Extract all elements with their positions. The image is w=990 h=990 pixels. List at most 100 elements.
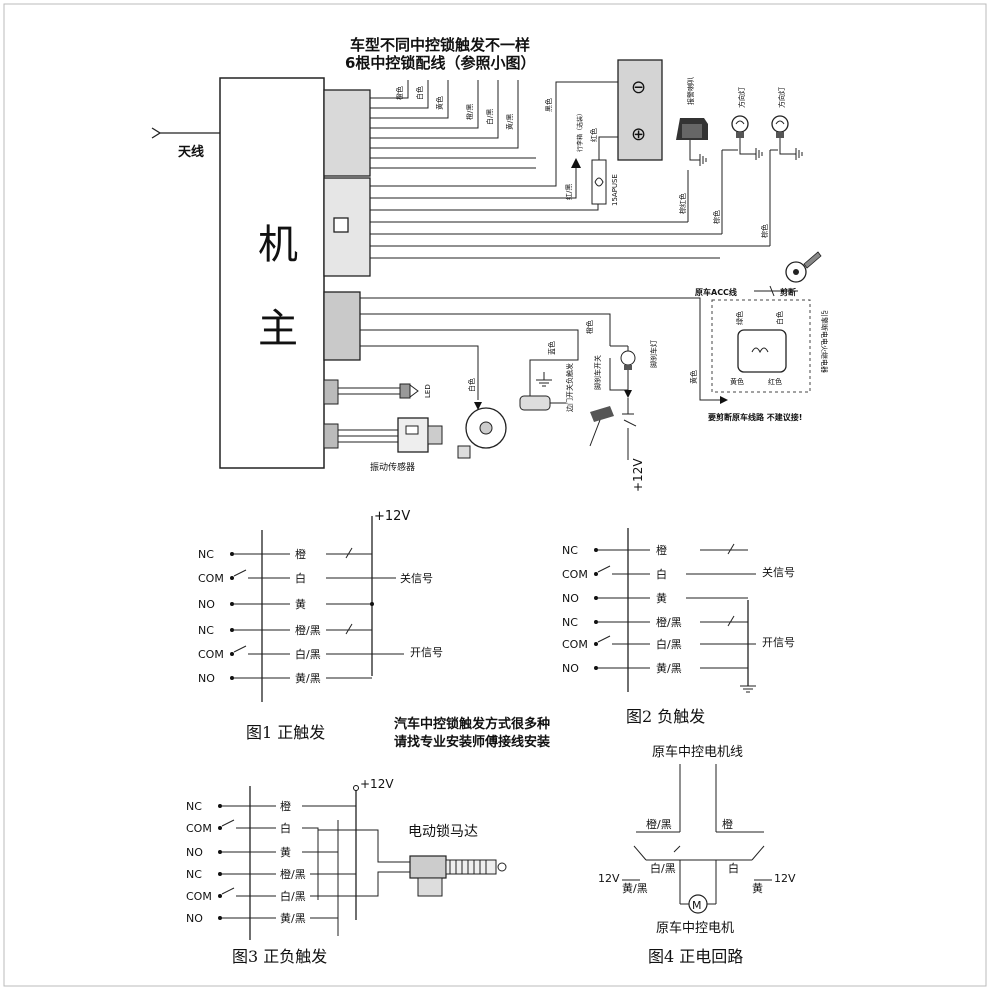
center-note-1: 汽车中控锁触发方式很多种	[394, 716, 550, 732]
fig2-wire-4: 白/黑	[656, 637, 682, 651]
turn-light-left-label: 方向灯	[737, 87, 746, 108]
lock-wire-label-1: 白色	[415, 86, 424, 100]
fig4-orange-black: 橙/黑	[646, 817, 672, 831]
trunk-note: 行李箱（选装）	[576, 110, 584, 152]
center-note-2: 请找专业安装师傅接线安装	[394, 734, 550, 750]
door-switch-icon	[519, 378, 566, 411]
header-line-1: 车型不同中控锁触发不一样	[350, 36, 530, 54]
fig3-wire-1: 白	[280, 821, 291, 835]
fig3-wire-2: 黄	[280, 845, 291, 859]
fig3-pin-2: NO	[186, 846, 203, 859]
led-label: LED	[424, 384, 432, 398]
fig1-wire-5: 黄/黑	[295, 671, 321, 685]
fig1-pin-1: COM	[198, 572, 224, 585]
turn-wire-label-1: 棕色	[712, 210, 721, 224]
fig2-wire-0: 橙	[656, 543, 667, 557]
cut-label: 剪断	[780, 287, 796, 297]
lock-wire-label-3: 橙/黑	[465, 104, 474, 120]
fig1-pin-4: COM	[198, 648, 224, 661]
fuse-label: 15APUSE	[611, 174, 619, 206]
white-wire-label: 白色	[467, 378, 476, 392]
fig4-yellow-black: 黄/黑	[622, 881, 648, 895]
connector-io	[323, 291, 361, 361]
fig3-wire-4: 白/黑	[280, 889, 306, 903]
connector-lock	[323, 89, 371, 177]
lock-wire-group: 橙色 白色 黄色 橙/黑 白/黑 黄/黑	[370, 80, 536, 169]
lock-wire-label-4: 白/黑	[485, 109, 494, 125]
v12-label-lower: +12V	[631, 458, 645, 492]
fig1-caption: 图1 正触发	[246, 723, 325, 742]
fig3-motor-label: 电动锁马达	[408, 824, 478, 840]
connector-led	[323, 379, 339, 405]
fig3-v12: +12V	[360, 777, 394, 791]
acc-label: 原车ACC线	[695, 287, 737, 297]
fig2-pin-5: NO	[562, 662, 579, 675]
turn-light-right-label: 方向灯	[777, 87, 786, 108]
fig4-top-label: 原车中控电机线	[652, 744, 743, 760]
fig2-wire-3: 橙/黑	[656, 615, 682, 629]
relay-warning: 要剪断原车线路 不建议接!	[708, 412, 802, 422]
battery-minus-icon: ⊖	[631, 77, 646, 98]
power-wire-group: 黑色 红/黑 行李箱（选装） 红色 15APUSE	[370, 81, 770, 259]
fig3-pin-3: NC	[186, 868, 202, 881]
fig4-white: 白	[728, 861, 739, 875]
fig1-wire-3: 橙/黑	[295, 623, 321, 637]
door-switch-label: 边门开关负触发	[565, 363, 574, 412]
vibration-sensor-icon: 振动传感器	[338, 417, 443, 473]
fig2-pin-3: NC	[562, 616, 578, 629]
fig1-pin-2: NO	[198, 598, 215, 611]
orange-wire-label: 橙色	[585, 320, 594, 334]
antenna: 天线	[151, 127, 220, 160]
page-border	[3, 3, 987, 987]
fig1-wire-2: 黄	[295, 597, 306, 611]
fig3-pin-1: COM	[186, 822, 212, 835]
fig1-open-signal: 开信号	[410, 646, 443, 659]
red-black-wire-label: 红/黑	[564, 184, 573, 200]
connector-sensor	[323, 423, 339, 449]
antenna-label: 天线	[178, 144, 204, 160]
fig1-pin-0: NC	[198, 548, 214, 561]
led-icon: LED	[338, 383, 432, 399]
turn-wire-label-2: 棕色	[760, 224, 769, 238]
relay-icon	[737, 329, 787, 373]
black-wire-label: 黑色	[544, 98, 553, 112]
fig1-v12: +12V	[374, 509, 410, 524]
fig2-pin-0: NC	[562, 544, 578, 557]
blue-wire-label: 蓝色	[547, 341, 556, 355]
turn-light-left-icon: 方向灯 棕色	[712, 87, 763, 234]
fig2-wire-1: 白	[656, 567, 667, 581]
fig3-wire-5: 黄/黑	[280, 911, 306, 925]
fig2-wire-2: 黄	[656, 591, 667, 605]
fig4-bottom-label: 原车中控电机	[656, 920, 734, 936]
relay-dashed-box	[711, 299, 811, 393]
lock-wire-label-2: 黄色	[435, 96, 444, 110]
brake-light-label: 脚刹车灯	[649, 340, 658, 368]
turn-light-right-icon: 方向灯 棕色	[760, 87, 803, 246]
fig2-caption: 图2 负触发	[626, 707, 705, 726]
fig4-motor-symbol: M	[692, 899, 702, 912]
main-unit-box	[219, 77, 325, 469]
lock-motor-icon	[409, 855, 507, 897]
fig3-caption: 图3 正负触发	[232, 947, 327, 966]
fig1-wire-0: 橙	[295, 547, 306, 561]
fig2-pin-1: COM	[562, 568, 588, 581]
fig3-pin-4: COM	[186, 890, 212, 903]
battery: ⊖ ⊕	[617, 59, 663, 161]
fig1: +12V NC 橙 COM 白 关信号 NO 黄 NC 橙/黑 COM	[198, 509, 443, 742]
horn-label: 报警喇叭	[686, 77, 695, 105]
fig1-pin-3: NC	[198, 624, 214, 637]
vibration-sensor-label: 振动传感器	[370, 461, 415, 473]
main-unit-label-zhu: 主	[258, 306, 298, 352]
fig2: NC 橙 COM 白 关信号 NO 黄 NC 橙/黑 COM 白/黑 开信号 N…	[562, 528, 795, 726]
fig4-orange: 橙	[722, 817, 733, 831]
fig4-v12-right: 12V	[774, 872, 796, 885]
fig3-wire-3: 橙/黑	[280, 867, 306, 881]
fig1-wire-1: 白	[295, 571, 306, 585]
relay-note: 引擎断电电火继电器	[820, 310, 829, 373]
fig2-open-signal: 开信号	[762, 636, 795, 649]
relay-white-label: 白色	[775, 311, 784, 325]
fig3-pin-5: NO	[186, 912, 203, 925]
fig1-wire-4: 白/黑	[295, 647, 321, 661]
fig2-pin-4: COM	[562, 638, 588, 651]
